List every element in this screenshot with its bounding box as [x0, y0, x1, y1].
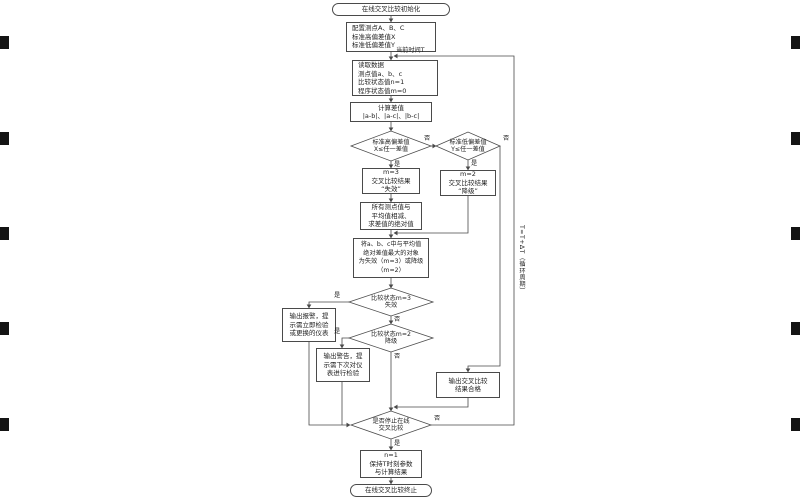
- scan-artifact: [0, 418, 9, 431]
- decision-status-m2: 比较状态m=2 降级: [371, 330, 411, 346]
- loop-period-label: T=T+ΔT（循环周期）: [518, 225, 525, 295]
- node-result-degraded-m2: m=2 交叉比较结果 “降级”: [440, 170, 496, 196]
- branch-yes-label: 是: [334, 292, 341, 299]
- scan-artifact: [791, 227, 800, 240]
- scan-artifact: [0, 36, 9, 49]
- node-configure-points: 配置测点A、B、C 标准高偏差值X 标准低偏差值Y: [346, 22, 436, 52]
- scan-artifact: [791, 36, 800, 49]
- branch-yes-label: 是: [394, 161, 401, 168]
- branch-yes-label: 是: [394, 440, 401, 447]
- scan-artifact: [791, 132, 800, 145]
- node-output-warning: 输出警告，提 示需下次对仪 表进行检验: [316, 348, 370, 382]
- node-result-failure-m3: m=3 交叉比较结果 “失效”: [362, 168, 420, 194]
- current-time-label: 当前时间T: [396, 47, 425, 54]
- node-keep-parameters: n=1 保持T时刻参数 与计算结果: [360, 450, 422, 478]
- scan-artifact: [791, 322, 800, 335]
- node-output-alarm: 输出报警，提 示需立即检验 或更换的仪表: [282, 308, 336, 342]
- scan-artifact: [0, 322, 9, 335]
- branch-no-label: 否: [434, 415, 441, 422]
- node-read-data: 读取数据 测点值a、b、c 比较状态值n=1 程序状态值m=0: [352, 60, 438, 96]
- node-calc-differences: 计算差值 |a-b|、|a-c|、|b-c|: [350, 102, 432, 122]
- decision-status-m3: 比较状态m=3 失效: [371, 294, 411, 310]
- node-output-qualified: 输出交叉比较 结果合格: [436, 372, 500, 398]
- branch-yes-label: 是: [334, 328, 341, 335]
- decision-stop-comparison: 是否停止在线 交叉比较: [372, 417, 410, 433]
- scan-artifact: [791, 418, 800, 431]
- node-subtract-mean: 所有测点值与 平均值相减、 求差值的绝对值: [360, 202, 422, 230]
- branch-yes-label: 是: [471, 160, 478, 167]
- branch-no-label: 否: [394, 316, 401, 323]
- scan-artifact: [0, 227, 9, 240]
- node-mark-max-deviation: 将a、b、c中与平均值 绝对差值最大的对象 为失效（m=3）或降级 （m=2）: [353, 238, 429, 278]
- node-start-terminal: 在线交叉比较初始化: [332, 3, 450, 16]
- branch-no-label: 否: [394, 353, 401, 360]
- branch-no-label: 否: [503, 135, 510, 142]
- decision-high-deviation: 标准高偏差值 X≤任一差值: [372, 138, 410, 154]
- branch-no-label: 否: [424, 135, 431, 142]
- scan-artifact: [0, 132, 9, 145]
- decision-low-deviation: 标准低偏差值 Y≤任一差值: [449, 138, 487, 154]
- node-end-terminal: 在线交叉比较终止: [350, 484, 432, 497]
